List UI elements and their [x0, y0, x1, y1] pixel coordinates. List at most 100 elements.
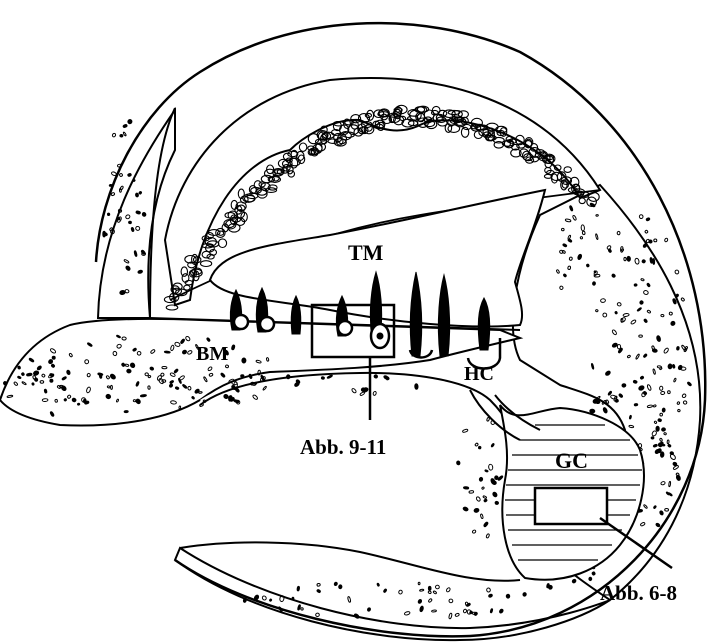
bone-speck — [646, 217, 650, 221]
bone-speck — [661, 428, 665, 432]
bone-speck — [472, 530, 476, 534]
bone-speck — [522, 592, 526, 596]
label-ref-upper: Abb. 9-11 — [300, 435, 386, 459]
bone-speck — [241, 375, 244, 377]
bone-speck — [415, 384, 419, 390]
bone-speck — [650, 257, 653, 263]
bone-speck — [506, 594, 510, 598]
bone-speck — [615, 311, 618, 314]
bone-speck — [123, 124, 128, 128]
bone-speck — [117, 164, 121, 167]
stria-cell — [166, 305, 178, 310]
bone-speck — [107, 213, 110, 216]
bone-speck — [589, 577, 592, 580]
bone-speck — [672, 364, 675, 368]
bone-speck — [456, 461, 460, 465]
bone-speck — [676, 294, 679, 298]
bone-speck — [140, 394, 146, 397]
bone-speck — [433, 591, 437, 595]
bone-speck — [572, 579, 577, 584]
bone-speck — [652, 349, 657, 353]
bone-speck — [418, 582, 420, 584]
bone-speck — [398, 590, 403, 595]
bone-speck — [419, 589, 423, 591]
bone-speck — [448, 599, 453, 604]
bone-speck — [428, 586, 431, 590]
bone-speck — [435, 585, 439, 589]
bone-speck — [292, 597, 294, 600]
bone-speck — [640, 301, 644, 305]
bone-speck — [338, 585, 342, 589]
bone-speck — [133, 179, 136, 182]
bone-speck — [478, 446, 481, 449]
bone-speck — [495, 501, 499, 505]
bone-speck — [129, 221, 132, 224]
bone-speck — [484, 499, 488, 502]
bone-speck — [286, 375, 290, 379]
bone-speck — [446, 587, 451, 592]
bone-speck — [404, 611, 410, 616]
bone-speck — [615, 399, 619, 403]
bone-speck — [428, 598, 432, 602]
stria-cell — [461, 127, 468, 137]
bone-speck — [317, 583, 321, 586]
bone-speck — [656, 426, 659, 431]
bone-speck — [119, 173, 123, 177]
bone-speck — [334, 582, 338, 586]
bone-speck — [120, 134, 123, 137]
bone-speck — [463, 609, 467, 613]
bone-speck — [681, 297, 685, 301]
bone-speck — [492, 492, 498, 498]
bone-speck — [109, 184, 112, 186]
bone-speck — [317, 589, 321, 593]
bone-speck — [499, 609, 504, 614]
bone-speck — [50, 379, 53, 382]
bone-speck — [124, 410, 128, 412]
bone-speck — [645, 230, 649, 234]
bone-speck — [633, 380, 637, 384]
bone-speck — [449, 613, 453, 619]
bone-speck — [383, 589, 387, 593]
bone-speck — [32, 383, 34, 386]
bone-speck — [347, 596, 351, 602]
bone-speck — [658, 418, 662, 421]
bone-speck — [466, 603, 471, 607]
bone-speck — [64, 398, 67, 401]
bone-speck — [639, 214, 643, 218]
bone-speck — [634, 403, 638, 406]
bone-speck — [654, 239, 657, 242]
bone-speck — [432, 610, 437, 612]
bone-speck — [26, 373, 32, 376]
bone-speck — [494, 475, 498, 480]
bone-speck — [321, 376, 325, 379]
bone-speck — [123, 132, 127, 136]
bone-speck — [662, 408, 665, 412]
bone-speck — [480, 514, 483, 519]
bone-speck — [646, 239, 650, 243]
bone-speck — [483, 522, 488, 528]
bone-speck — [52, 356, 55, 359]
bone-speck — [111, 192, 115, 196]
bone-speck — [127, 369, 132, 373]
bone-speck — [486, 533, 490, 538]
bone-speck — [590, 409, 595, 413]
bone-speck — [651, 437, 654, 440]
stria-cell — [308, 134, 319, 144]
bone-speck — [428, 591, 432, 594]
detail-box-lower — [535, 488, 607, 524]
bone-speck — [135, 193, 138, 197]
label-hc: HC — [464, 363, 494, 385]
bone-speck — [455, 613, 460, 617]
bone-speck — [18, 366, 21, 369]
label-ref-lower: Abb. 6-8 — [600, 581, 677, 605]
bone-speck — [127, 173, 131, 177]
bone-speck — [419, 606, 424, 612]
bone-speck — [629, 415, 631, 419]
bone-speck — [592, 282, 595, 286]
label-bm: BM — [196, 343, 228, 365]
bone-speck — [127, 119, 132, 124]
bone-speck — [164, 351, 170, 353]
bone-speck — [622, 384, 626, 388]
label-tm: TM — [348, 240, 384, 265]
